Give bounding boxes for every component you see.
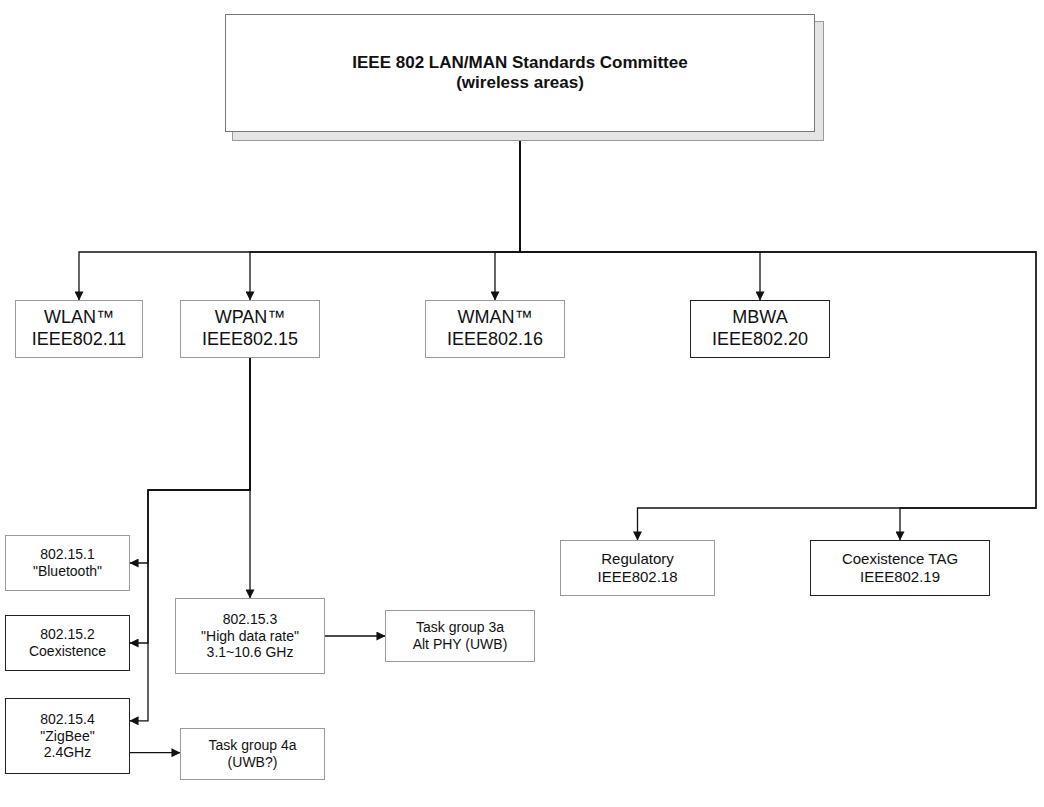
task-group-box: Task group 3aAlt PHY (UWB) bbox=[385, 610, 535, 662]
standard-box: 802.15.3"High data rate"3.1~10.6 GHz bbox=[175, 598, 325, 674]
standard-box: 802.15.2Coexistence bbox=[5, 615, 130, 671]
node-text: IEEE802.16 bbox=[447, 329, 543, 351]
node-text: 3.1~10.6 GHz bbox=[207, 644, 294, 661]
connector bbox=[325, 635, 385, 636]
node-text: MBWA bbox=[732, 307, 787, 329]
group-box: WMAN™IEEE802.16 bbox=[425, 300, 565, 358]
node-text: Task group 4a bbox=[209, 737, 297, 754]
node-text: "ZigBee" bbox=[40, 728, 94, 745]
node-text: IEEE 802 LAN/MAN Standards Committee bbox=[352, 53, 687, 73]
node-text: WLAN™ bbox=[44, 307, 114, 329]
connector bbox=[250, 132, 520, 300]
connector bbox=[520, 132, 1036, 540]
connector bbox=[79, 132, 520, 300]
node-text: IEEE802.15 bbox=[202, 329, 298, 351]
node-text: Task group 3a bbox=[416, 619, 504, 636]
node-text: WPAN™ bbox=[215, 307, 286, 329]
node-text: 802.15.2 bbox=[40, 626, 95, 643]
node-text: 802.15.3 bbox=[223, 611, 278, 628]
standard-box: 802.15.4"ZigBee"2.4GHz bbox=[5, 698, 130, 774]
group-box: WPAN™IEEE802.15 bbox=[180, 300, 320, 358]
node-text: Alt PHY (UWB) bbox=[413, 636, 508, 653]
group-box: Coexistence TAGIEEE802.19 bbox=[810, 540, 990, 596]
standard-box: 802.15.1"Bluetooth" bbox=[5, 535, 130, 591]
node-text: IEEE802.20 bbox=[712, 329, 808, 351]
group-box: RegulatoryIEEE802.18 bbox=[560, 540, 715, 596]
node-text: IEEE802.18 bbox=[597, 568, 677, 586]
node-text: Regulatory bbox=[601, 550, 674, 568]
connector bbox=[520, 132, 1036, 540]
task-group-box: Task group 4a(UWB?) bbox=[180, 728, 325, 780]
node-text: "High data rate" bbox=[201, 628, 299, 645]
committee-box: IEEE 802 LAN/MAN Standards Committee(wir… bbox=[225, 14, 815, 132]
connector bbox=[495, 132, 520, 300]
node-text: IEEE802.11 bbox=[32, 329, 127, 351]
connector bbox=[130, 752, 180, 753]
node-text: (wireless areas) bbox=[456, 73, 584, 93]
node-text: "Bluetooth" bbox=[33, 563, 102, 580]
node-text: Coexistence TAG bbox=[842, 550, 958, 568]
node-text: 2.4GHz bbox=[44, 744, 91, 761]
group-box: WLAN™IEEE802.11 bbox=[15, 300, 143, 358]
node-text: Coexistence bbox=[29, 643, 106, 660]
node-text: WMAN™ bbox=[458, 307, 533, 329]
node-text: (UWB?) bbox=[228, 754, 278, 771]
node-text: 802.15.1 bbox=[40, 546, 95, 563]
node-text: IEEE802.19 bbox=[860, 568, 940, 586]
connector bbox=[520, 132, 760, 300]
group-box: MBWAIEEE802.20 bbox=[690, 300, 830, 358]
node-text: 802.15.4 bbox=[40, 711, 95, 728]
